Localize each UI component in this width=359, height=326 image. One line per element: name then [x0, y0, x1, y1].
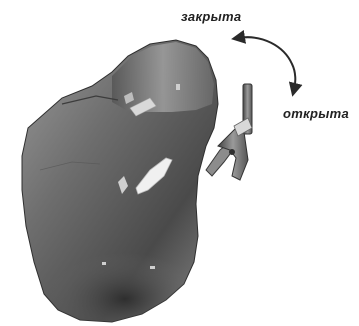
label-open: открыта	[283, 106, 349, 121]
cover-mark-1	[102, 262, 106, 265]
label-closed: закрыта	[181, 9, 241, 24]
rotation-arrow-icon	[238, 37, 295, 90]
cover-mark-2	[150, 266, 155, 269]
cover-mark-3	[176, 84, 180, 90]
lever-pivot	[229, 149, 235, 155]
cover-part	[22, 40, 218, 322]
